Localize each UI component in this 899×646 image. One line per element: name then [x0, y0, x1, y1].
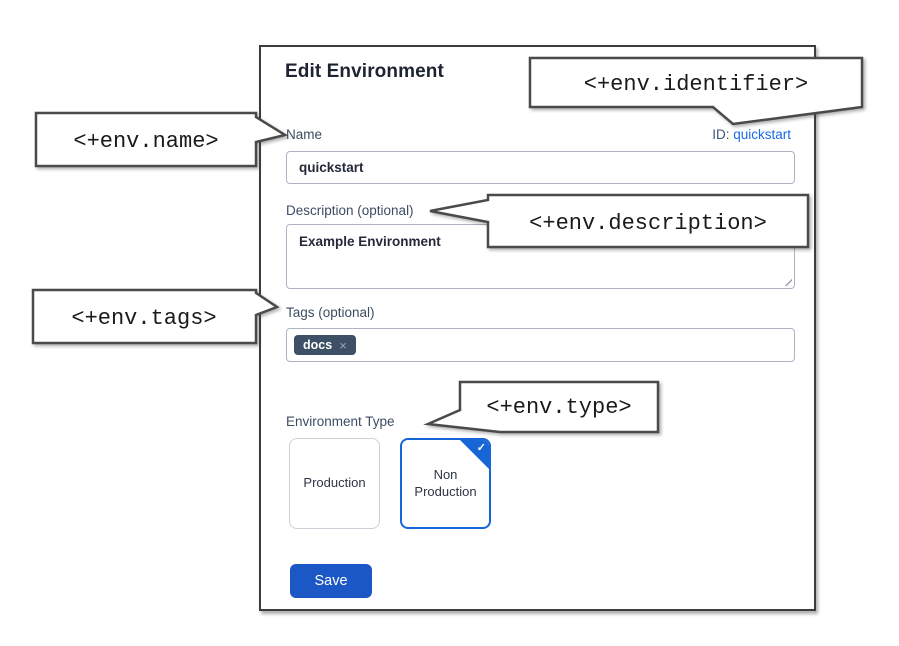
name-input[interactable] [286, 151, 795, 184]
callout-env-tags: <+env.tags> [31, 288, 280, 345]
callout-env-name-text: <+env.name> [73, 129, 218, 154]
tags-label: Tags (optional) [286, 305, 375, 320]
environment-type-label: Environment Type [286, 414, 395, 429]
env-type-option-production[interactable]: Production [289, 438, 380, 529]
description-value: Example Environment [299, 234, 441, 249]
env-type-option-non-production[interactable]: Non Production ✓ [400, 438, 491, 529]
identifier-link[interactable]: quickstart [733, 127, 791, 142]
tag-chip: docs × [294, 335, 356, 355]
tag-chip-label: docs [303, 338, 333, 352]
edit-environment-panel: Edit Environment Name ID: quickstart Des… [259, 45, 816, 611]
callout-env-identifier: <+env.identifier> [528, 56, 864, 126]
callout-env-name: <+env.name> [34, 111, 289, 168]
name-label: Name [286, 127, 323, 142]
tags-input[interactable]: docs × [286, 328, 795, 362]
page-title: Edit Environment [285, 61, 444, 82]
checkmark-icon: ✓ [476, 442, 486, 454]
env-type-option-label: Non Production [414, 466, 477, 499]
callout-env-description-text: <+env.description> [529, 211, 767, 236]
env-type-option-label: Production [303, 475, 366, 491]
identifier-row: ID: quickstart [712, 127, 791, 142]
callout-env-type: <+env.type> [423, 380, 660, 434]
callout-env-description: <+env.description> [429, 193, 810, 249]
callout-env-type-text: <+env.type> [486, 395, 631, 420]
tag-remove-icon[interactable]: × [339, 337, 347, 353]
save-button[interactable]: Save [290, 564, 372, 598]
callout-env-tags-text: <+env.tags> [71, 306, 216, 331]
description-label: Description (optional) [286, 203, 414, 218]
resize-handle[interactable] [782, 276, 792, 286]
callout-env-identifier-text: <+env.identifier> [584, 72, 808, 97]
id-prefix-label: ID: [712, 127, 730, 142]
